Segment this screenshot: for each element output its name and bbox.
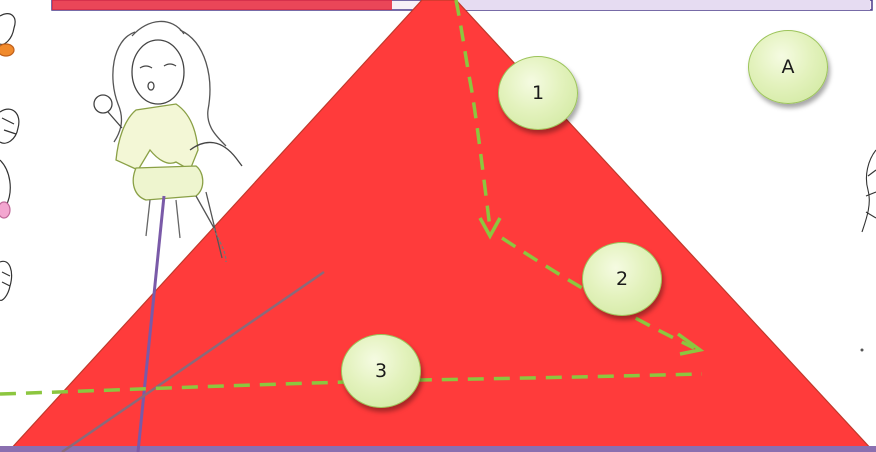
badge-1: 1 — [498, 56, 578, 130]
right-cartoon-fragment — [862, 150, 876, 232]
left-cartoon-fragments — [0, 14, 19, 301]
badge-2: 2 — [582, 242, 662, 316]
badge-3: 3 — [341, 334, 421, 408]
right-dot — [861, 349, 864, 352]
badge-a: A — [748, 30, 828, 104]
bottom-bar — [0, 446, 876, 452]
